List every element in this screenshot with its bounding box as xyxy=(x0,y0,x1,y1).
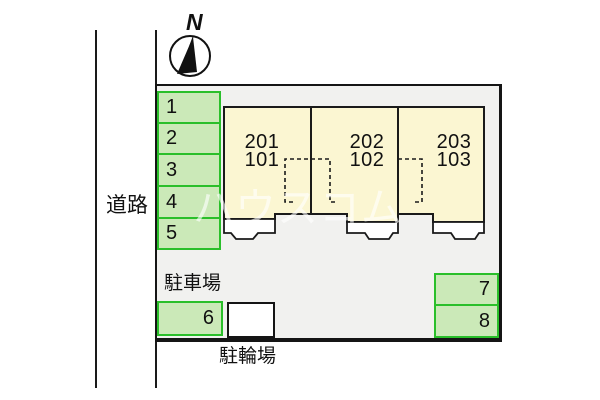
parking-space-number: 6 xyxy=(202,307,214,329)
parking-space-5: 5 xyxy=(157,217,221,250)
parking-space-number: 3 xyxy=(166,158,178,181)
parking-space-3: 3 xyxy=(157,153,221,187)
parking-space-8: 8 xyxy=(434,304,499,338)
bicycle-parking-box xyxy=(227,302,275,338)
parking-space-6: 6 xyxy=(157,301,223,336)
parking-space-number: 8 xyxy=(478,309,490,332)
unit-label-3: 203 103 xyxy=(428,132,480,171)
unit-lower-number: 101 xyxy=(244,149,280,171)
road-edge-line-outer xyxy=(95,30,97,388)
parking-space-2: 2 xyxy=(157,122,221,155)
parking-area-label: 駐車場 xyxy=(164,273,222,294)
parking-space-4: 4 xyxy=(157,185,221,219)
bicycle-area-label: 駐輪場 xyxy=(219,346,277,367)
road-label: 道路 xyxy=(106,194,148,217)
parking-space-number: 4 xyxy=(166,190,178,213)
parking-space-1: 1 xyxy=(157,91,221,124)
compass-north-label: N xyxy=(186,9,203,35)
parking-space-number: 5 xyxy=(166,222,178,244)
parking-space-number: 1 xyxy=(166,96,178,118)
parking-space-7: 7 xyxy=(434,273,499,306)
parking-space-number: 7 xyxy=(478,278,490,300)
unit-label-2: 202 102 xyxy=(341,132,393,171)
unit-lower-number: 102 xyxy=(349,149,385,171)
compass-icon xyxy=(169,35,211,77)
unit-label-1: 201 101 xyxy=(236,132,288,171)
parking-space-number: 2 xyxy=(166,127,178,149)
unit-lower-number: 103 xyxy=(436,149,472,171)
